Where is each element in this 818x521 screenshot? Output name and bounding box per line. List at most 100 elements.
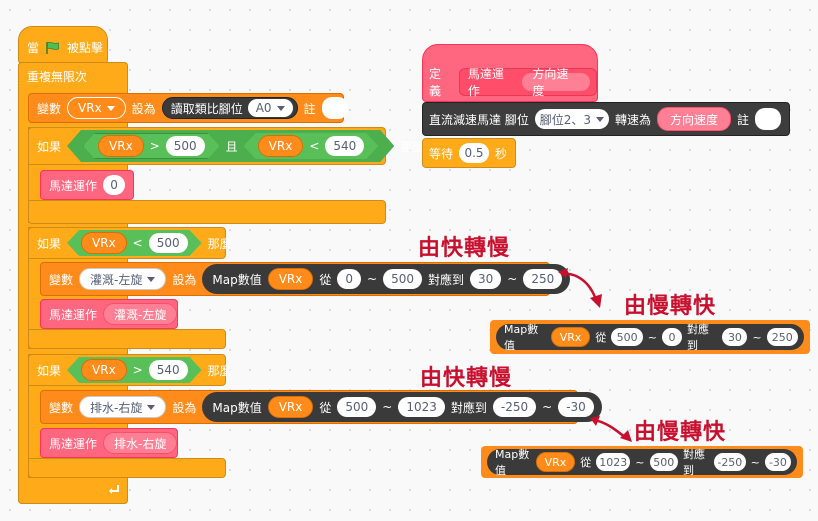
map-label: Map數值 — [495, 448, 530, 477]
note-label: 註 — [736, 112, 749, 127]
swapped-map-block-1[interactable]: Map數值 VRx 從 500 ~ 0 對應到 30 ~ 250 — [490, 320, 810, 354]
motor-param-reporter[interactable]: 排水-右旋 — [103, 432, 178, 454]
motor-param-reporter[interactable]: 灌溉-左旋 — [103, 303, 178, 325]
greater-than-operator[interactable]: VRx > 500 — [83, 133, 220, 159]
pin-dropdown[interactable]: A0 — [247, 99, 293, 117]
if2-bottom — [28, 329, 226, 349]
to-low-input[interactable]: 30 — [470, 269, 502, 289]
if2-block[interactable]: 如果 VRx < 500 那麼 — [28, 227, 232, 259]
to-high-input[interactable]: 250 — [766, 328, 798, 346]
custom-block-prototype[interactable]: 馬達運作 方向速度 — [458, 67, 597, 98]
to-high-input[interactable]: -30 — [764, 453, 791, 471]
pins-dropdown[interactable]: 腳位2、3 — [534, 109, 609, 129]
variable-dropdown[interactable]: VRx — [67, 97, 126, 119]
operator-symbol: < — [309, 139, 320, 153]
set-variable-vrx-block[interactable]: 變數 VRx 設為 讀取類比腳位 A0 註 — [28, 93, 348, 123]
motor-param-value[interactable]: 0 — [103, 175, 126, 195]
forever-label: 重複無限次 — [27, 70, 88, 84]
vrx-reporter[interactable]: VRx — [258, 135, 304, 157]
to-low-input[interactable]: -250 — [492, 397, 537, 417]
if3-block[interactable]: 如果 VRx > 540 那麼 — [28, 354, 232, 386]
wait-seconds-input[interactable]: 0.5 — [459, 143, 489, 163]
wait-label: 等待 — [429, 146, 454, 161]
note-input[interactable] — [321, 97, 348, 119]
if1-block[interactable]: 如果 VRx > 500 且 VRx < 540 那麼 — [28, 127, 424, 165]
vrx-reporter[interactable]: VRx — [81, 359, 127, 381]
map-to-label: 對應到 — [683, 448, 706, 477]
compare-value[interactable]: 500 — [166, 136, 205, 156]
map-value-reporter[interactable]: Map數值 VRx 從 500 ~ 0 對應到 30 ~ 250 — [496, 323, 804, 352]
variable-name: 灌溉-左旋 — [90, 272, 143, 287]
map-value-reporter[interactable]: Map數值 VRx 從 0 ~ 500 對應到 30 ~ 250 — [202, 264, 571, 294]
variable-dropdown[interactable]: 灌溉-左旋 — [79, 268, 167, 290]
chevron-down-icon — [276, 105, 285, 111]
from-label: 從 — [319, 400, 332, 415]
swapped-map-block-2[interactable]: Map數值 VRx 從 1023 ~ 500 對應到 -250 ~ -30 — [481, 446, 803, 478]
vrx-reporter[interactable]: VRx — [81, 232, 127, 254]
map-value-reporter[interactable]: Map數值 VRx 從 1023 ~ 500 對應到 -250 ~ -30 — [487, 448, 797, 477]
less-than-operator[interactable]: VRx < 500 — [67, 230, 202, 256]
from-high-input[interactable]: 1023 — [398, 397, 445, 417]
annotation-slow-to-fast-1: 由慢轉快 — [624, 293, 717, 319]
to-high-input[interactable]: 250 — [523, 269, 563, 289]
from-label: 從 — [319, 272, 332, 287]
read-analog-pin-reporter[interactable]: 讀取類比腳位 A0 — [161, 97, 298, 119]
clicked-label: 被點擊 — [67, 41, 104, 55]
compare-value[interactable]: 500 — [149, 233, 188, 253]
forever-block[interactable]: 重複無限次 — [18, 62, 128, 90]
compare-value[interactable]: 540 — [149, 360, 188, 380]
from-label: 從 — [580, 456, 592, 469]
param-reporter[interactable]: 方向速度 — [656, 107, 731, 131]
map-label: Map數值 — [212, 400, 262, 415]
dc-motor-block[interactable]: 直流減速馬達 腳位 腳位2、3 轉速為 方向速度 註 — [422, 102, 790, 136]
dc-motor-label: 直流減速馬達 腳位 — [429, 112, 529, 127]
vrx-reporter[interactable]: VRx — [267, 268, 314, 290]
greater-than-operator[interactable]: VRx > 540 — [67, 357, 202, 383]
wait-block[interactable]: 等待 0.5 秒 — [422, 138, 516, 168]
from-low-input[interactable]: 1023 — [596, 453, 631, 471]
then-label: 那麼 — [207, 363, 232, 378]
map-to-label: 對應到 — [450, 400, 487, 415]
and-operator[interactable]: VRx > 500 且 VRx < 540 — [67, 130, 394, 162]
from-low-input[interactable]: 0 — [337, 269, 362, 289]
define-block[interactable]: 定義 馬達運作 方向速度 — [422, 44, 598, 102]
map-to-label: 對應到 — [427, 272, 464, 287]
to-low-input[interactable]: 30 — [722, 328, 748, 346]
from-low-input[interactable]: 500 — [337, 397, 377, 417]
from-low-input[interactable]: 500 — [611, 328, 643, 346]
tilde-label: ~ — [750, 455, 760, 469]
from-high-input[interactable]: 0 — [662, 328, 683, 346]
motor-run-label: 馬達運作 — [49, 307, 98, 322]
operator-symbol: < — [132, 236, 143, 250]
compare-value[interactable]: 540 — [325, 136, 364, 156]
motor-run-call-block[interactable]: 馬達運作 0 — [40, 170, 134, 200]
set-variable-irrigate-block[interactable]: 變數 灌溉-左旋 設為 Map數值 VRx 從 0 ~ 500 對應到 30 ~… — [40, 262, 571, 296]
from-high-input[interactable]: 500 — [383, 269, 422, 289]
set-variable-drain-block[interactable]: 變數 排水-右旋 設為 Map數值 VRx 從 500 ~ 1023 對應到 -… — [40, 390, 602, 424]
vrx-reporter[interactable]: VRx — [535, 452, 576, 472]
if3-bottom — [28, 458, 226, 478]
when-flag-clicked-block[interactable]: 當 被點擊 — [18, 26, 108, 64]
map-label: Map數值 — [504, 323, 539, 352]
to-low-input[interactable]: -250 — [714, 453, 746, 471]
chevron-down-icon — [106, 105, 115, 111]
tilde-label: ~ — [507, 272, 518, 286]
set-variable-label: 變數 — [49, 400, 74, 415]
param-reporter[interactable]: 方向速度 — [521, 67, 591, 98]
map-value-reporter[interactable]: Map數值 VRx 從 500 ~ 1023 對應到 -250 ~ -30 — [202, 392, 602, 422]
if-label: 如果 — [37, 236, 62, 251]
annotation-fast-to-slow-2: 由快轉慢 — [420, 365, 513, 391]
to-high-input[interactable]: -30 — [558, 397, 594, 417]
vrx-reporter[interactable]: VRx — [267, 396, 314, 418]
motor-run-call-block[interactable]: 馬達運作 灌溉-左旋 — [40, 299, 178, 329]
vrx-reporter[interactable]: VRx — [98, 135, 144, 157]
motor-run-label: 馬達運作 — [49, 436, 98, 451]
read-analog-label: 讀取類比腳位 — [170, 101, 243, 116]
variable-dropdown[interactable]: 排水-右旋 — [79, 396, 167, 418]
note-input[interactable] — [755, 108, 781, 130]
from-high-input[interactable]: 500 — [649, 453, 679, 471]
less-than-operator[interactable]: VRx < 540 — [244, 133, 379, 159]
operator-symbol: > — [132, 363, 143, 377]
vrx-reporter[interactable]: VRx — [550, 327, 591, 347]
motor-run-call-block[interactable]: 馬達運作 排水-右旋 — [40, 428, 178, 458]
